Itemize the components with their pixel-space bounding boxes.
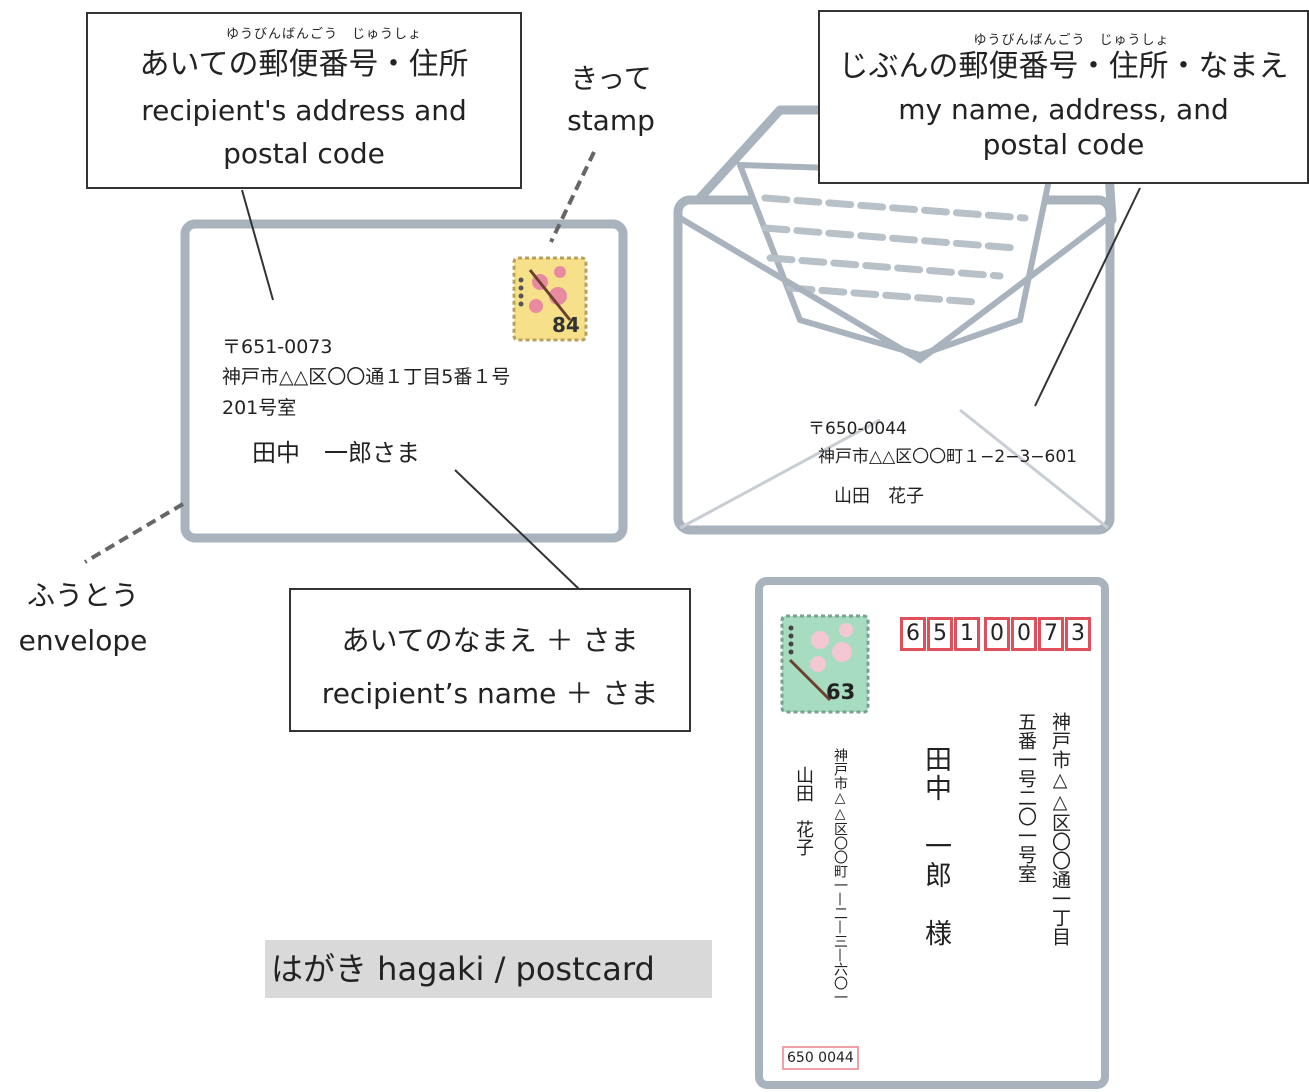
- stamp-label-jp: きって: [570, 62, 652, 95]
- envelope-back-postal: 〒650-0044: [808, 419, 907, 439]
- envelope-front-name: 田中 一郎さま: [252, 439, 420, 467]
- stamp-label-en: stamp: [567, 104, 655, 137]
- stamp-label: きって stamp: [556, 58, 666, 142]
- zip-digit: 3: [1065, 617, 1091, 651]
- callout-recipient-address-jp: あいての郵便番号・住所: [139, 47, 469, 82]
- callout-recipient-name: あいてのなまえ ＋ さま recipient’s name ＋ さま: [289, 588, 691, 732]
- ruby-my-address: ゆうびんばんごう じゅうしょ: [973, 33, 1170, 48]
- leader-stamp: [549, 151, 596, 243]
- envelope-back-address: 神戸市△△区〇〇町１−2−3−601: [818, 447, 1077, 467]
- envelope-front-postal: 〒651-0073: [222, 336, 333, 358]
- callout-recipient-address-en1: recipient's address and: [141, 93, 467, 127]
- envelope-label-jp: ふうとう: [26, 579, 139, 612]
- postcard-recipient-address-col1: 神戸市△△区〇〇通一丁目: [1049, 712, 1071, 946]
- postcard-recipient-address-col2: 五番一号二〇一号室: [1015, 712, 1037, 883]
- stamp-63-icon: [780, 614, 870, 714]
- leader-recipient-name: [454, 469, 581, 591]
- envelope-front-address: 〒651-0073 神戸市△△区〇〇通１丁目5番１号 201号室: [222, 332, 592, 423]
- callout-my-address-jp: じぶんの郵便番号・住所・なまえ: [838, 49, 1289, 84]
- envelope-back-name: 山田 花子: [834, 486, 924, 507]
- ruby-recipient-address: ゆうびんばんごう じゅうしょ: [225, 27, 422, 42]
- postcard-label: はがき hagaki / postcard: [265, 940, 712, 998]
- zip-digit: 5: [927, 617, 953, 651]
- zip-digit: 7: [1038, 617, 1064, 651]
- envelope-front-address-line1: 神戸市△△区〇〇通１丁目5番１号: [222, 366, 511, 389]
- leader-recipient-address: [241, 189, 274, 301]
- zip-digit: 6: [900, 617, 926, 651]
- envelope-front-address-line2: 201号室: [222, 396, 297, 419]
- zip-digit: 0: [984, 617, 1010, 651]
- callout-recipient-name-jp: あいてのなまえ ＋ さま: [341, 624, 639, 657]
- callout-recipient-address-en2: postal code: [223, 136, 385, 170]
- envelope-label: ふうとう envelope: [8, 574, 158, 664]
- stamp-84-icon: [512, 256, 588, 342]
- zip-digit: 0: [1011, 617, 1037, 651]
- postcard-sender-zip: 650 0044: [782, 1046, 859, 1070]
- envelope-label-en: envelope: [18, 623, 148, 657]
- postcard-recipient-name: 田中 一郎 様: [920, 745, 951, 948]
- callout-my-address-en1: my name, address, and: [898, 92, 1229, 126]
- callout-my-address: ゆうびんばんごう じゅうしょ じぶんの郵便番号・住所・なまえ my name, …: [818, 10, 1309, 184]
- callout-my-address-en2: postal code: [982, 127, 1145, 161]
- postcard-sender-name: 山田 花子: [793, 766, 814, 856]
- zip-digit: 1: [954, 617, 980, 651]
- postcard-sender-address: 神戸市△△区〇〇町一—二—三—六〇一: [832, 748, 848, 1004]
- leader-envelope: [83, 502, 185, 564]
- envelope-front-stamp-value: 84: [552, 313, 580, 337]
- leader-my-address: [1034, 187, 1141, 407]
- callout-recipient-name-en: recipient’s name ＋ さま: [321, 677, 659, 711]
- callout-recipient-address: ゆうびんばんごう じゅうしょ あいての郵便番号・住所 recipient's a…: [86, 12, 522, 189]
- postcard-stamp-value: 63: [826, 680, 856, 704]
